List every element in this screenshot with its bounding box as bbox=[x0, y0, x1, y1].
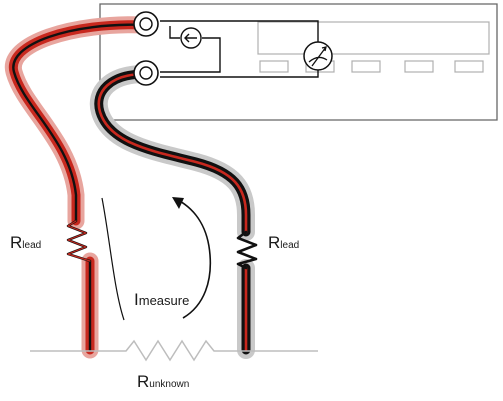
resistor-zigzag-icon bbox=[236, 230, 258, 270]
lead-resistance-left-label: Rlead bbox=[10, 233, 42, 252]
current-flow-line bbox=[101, 197, 125, 321]
right-test-lead bbox=[89, 65, 258, 359]
voltmeter-icon bbox=[303, 41, 333, 71]
panel-button bbox=[404, 60, 434, 73]
display-panel bbox=[257, 21, 490, 55]
panel-button bbox=[259, 60, 289, 73]
unknown-resistor bbox=[30, 339, 318, 362]
binding-post-icon bbox=[133, 11, 159, 37]
current-source-icon bbox=[180, 27, 202, 49]
current-flow-arrow bbox=[177, 199, 212, 319]
lead-resistance-right-label: Rlead bbox=[268, 233, 300, 252]
binding-post-icon bbox=[133, 60, 159, 86]
panel-button bbox=[351, 60, 381, 73]
left-test-lead bbox=[4, 16, 154, 359]
panel-button bbox=[454, 60, 484, 73]
arrow-head-icon bbox=[172, 197, 184, 209]
measure-current-label: Imeasure bbox=[134, 290, 190, 309]
internal-circuit bbox=[160, 20, 319, 78]
unknown-resistance-label: Runknown bbox=[137, 372, 190, 391]
